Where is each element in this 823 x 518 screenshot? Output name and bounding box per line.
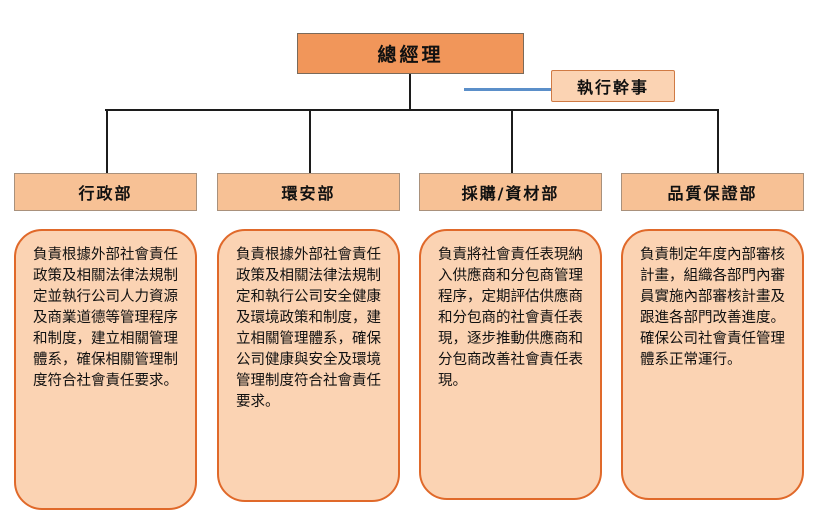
dept-connector-line [106,109,108,173]
executive-secretary-box: 執行幹事 [551,70,675,102]
department-box-administration: 行政部 [14,173,197,211]
executive-secretary-link-line [464,88,551,91]
department-label: 環安部 [281,184,336,203]
department-box-quality-assurance: 品質保證部 [621,173,804,211]
dept-connector-line [511,109,513,173]
department-label: 品質保證部 [667,184,758,203]
department-description-environment-safety: 負責根據外部社會責任政策及相關法律法規制定和執行公司安全健康及環境政策和制度，建… [217,229,400,502]
gm-connector-line [409,74,411,110]
department-bus-line [105,109,719,111]
dept-connector-line [717,109,719,173]
department-description-procurement: 負責將社會責任表現納入供應商和分包商管理程序，定期評估供應商和分包商的社會責任表… [419,229,602,500]
department-description-quality-assurance: 負責制定年度內部審核計畫，組織各部門內審員實施內部審核計畫及跟進各部門改善進度。… [621,229,804,500]
department-box-procurement: 採購/資材部 [419,173,602,211]
department-description-administration: 負責根據外部社會責任政策及相關法律法規制定並執行公司人力資源及商業道德等管理程序… [14,229,197,510]
dept-connector-line [309,109,311,173]
department-box-environment-safety: 環安部 [217,173,400,211]
executive-secretary-label: 執行幹事 [576,78,649,97]
general-manager-box: 總經理 [297,33,524,74]
general-manager-label: 總經理 [377,44,444,66]
department-label: 行政部 [78,184,133,203]
department-label: 採購/資材部 [461,184,560,203]
